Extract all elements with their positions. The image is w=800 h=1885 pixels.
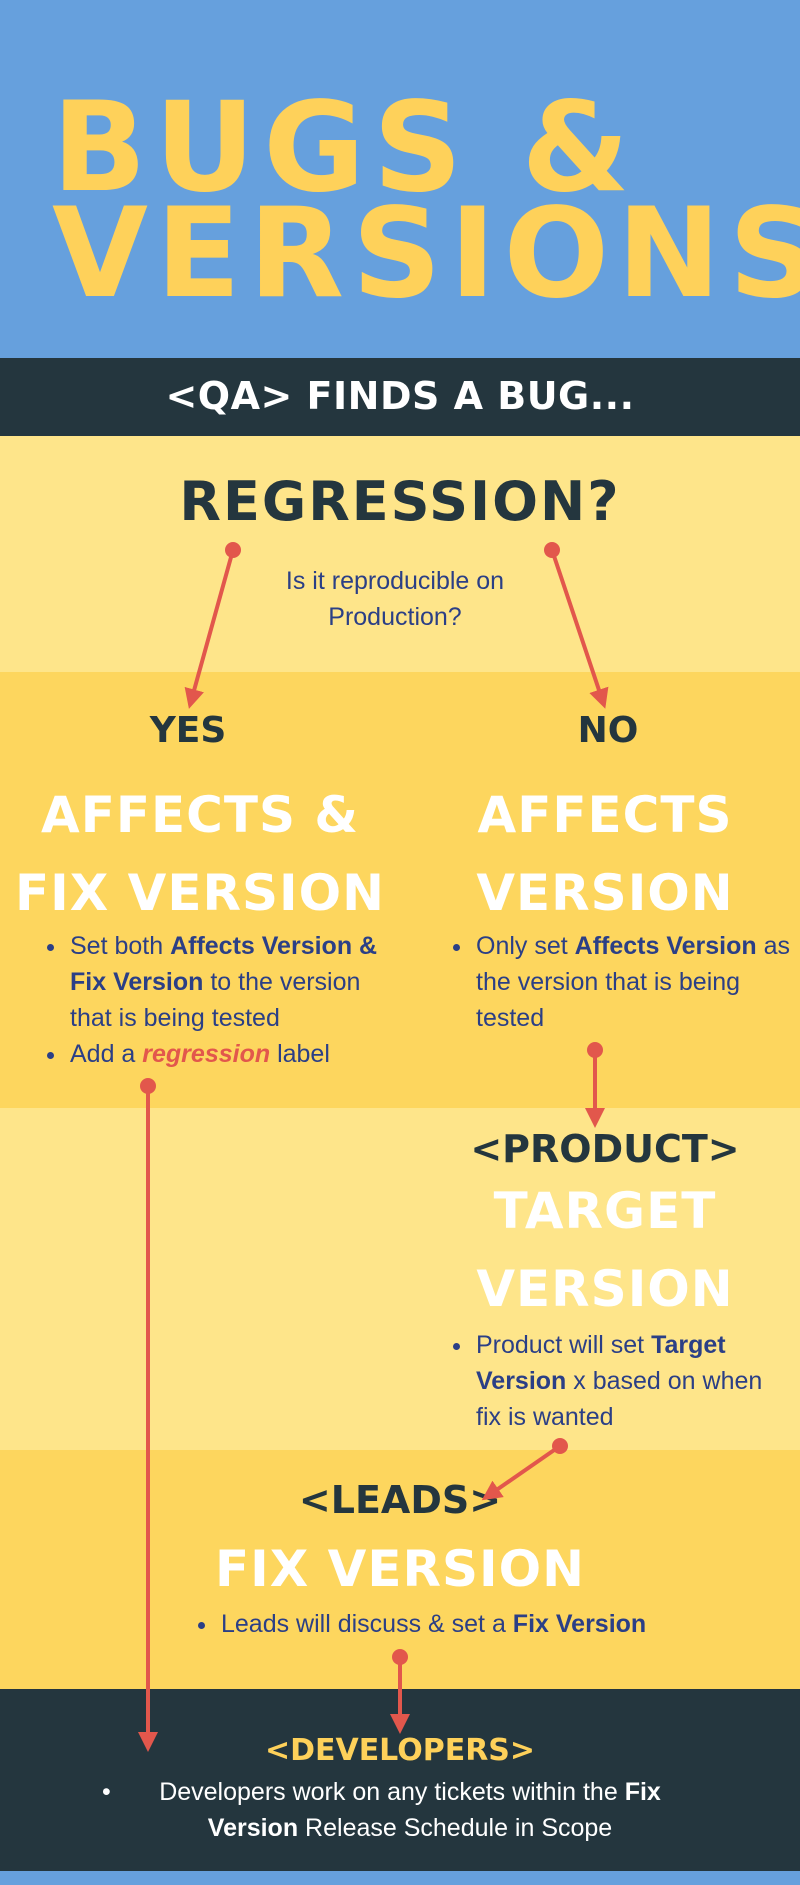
product-heading-line-1: TARGET xyxy=(493,1182,717,1240)
developers-text-emphasis: Fix Version xyxy=(207,1778,661,1842)
no-bullet-1: Only set Affects Version as the version … xyxy=(474,928,800,1036)
developers-bullet-marker: • xyxy=(102,1778,111,1806)
title-line-1: BUGS & xyxy=(52,76,638,220)
leads-bullet-emphasis: Fix Version xyxy=(512,1610,647,1638)
leads-role: <LEADS> xyxy=(298,1478,502,1522)
title-band xyxy=(0,0,800,358)
qa-header: <QA> FINDS A BUG... xyxy=(165,374,635,418)
leads-heading: FIX VERSION xyxy=(214,1540,586,1598)
no-bullet-emphasis: Affects Version xyxy=(574,932,757,960)
yes-bullet-list: Set both Affects Version & Fix Version t… xyxy=(44,928,408,1072)
yes-bullet-2: Add a regression label xyxy=(68,1036,408,1072)
qa-band xyxy=(0,358,800,436)
leads-bullet-1: Leads will discuss & set a Fix Version xyxy=(219,1606,679,1642)
product-bullet-emphasis: Target Version xyxy=(476,1331,726,1395)
yes-bullet-1: Set both Affects Version & Fix Version t… xyxy=(68,928,408,1036)
regression-label-text: regression xyxy=(142,1040,271,1068)
footer-band xyxy=(0,1871,800,1885)
no-label: NO xyxy=(577,710,639,751)
no-heading-line-2: VERSION xyxy=(476,864,734,922)
product-bullet-1: Product will set Target Version x based … xyxy=(474,1327,794,1435)
yes-bullet-1-emphasis: Affects Version & Fix Version xyxy=(70,932,378,996)
no-bullet-list: Only set Affects Version as the version … xyxy=(450,928,800,1036)
product-bullet-list: Product will set Target Version x based … xyxy=(450,1327,794,1435)
regression-band xyxy=(0,436,800,672)
title-line-2: VERSIONS xyxy=(52,182,800,326)
product-band xyxy=(0,1108,800,1450)
yes-heading-line-2: FIX VERSION xyxy=(14,864,386,922)
product-role: <PRODUCT> xyxy=(470,1127,740,1171)
developers-text: Developers work on any tickets within th… xyxy=(159,1778,661,1842)
yes-heading-line-1: AFFECTS & xyxy=(41,786,359,844)
developers-role: <DEVELOPERS> xyxy=(264,1733,536,1768)
regression-question: Is it reproducible on Production? xyxy=(285,567,505,631)
no-heading-line-1: AFFECTS xyxy=(477,786,733,844)
regression-title: REGRESSION? xyxy=(179,470,621,533)
yes-label: YES xyxy=(149,710,227,751)
answers-band xyxy=(0,672,800,1108)
product-heading-line-2: VERSION xyxy=(476,1260,734,1318)
leads-bullet-list: Leads will discuss & set a Fix Version xyxy=(195,1606,679,1642)
